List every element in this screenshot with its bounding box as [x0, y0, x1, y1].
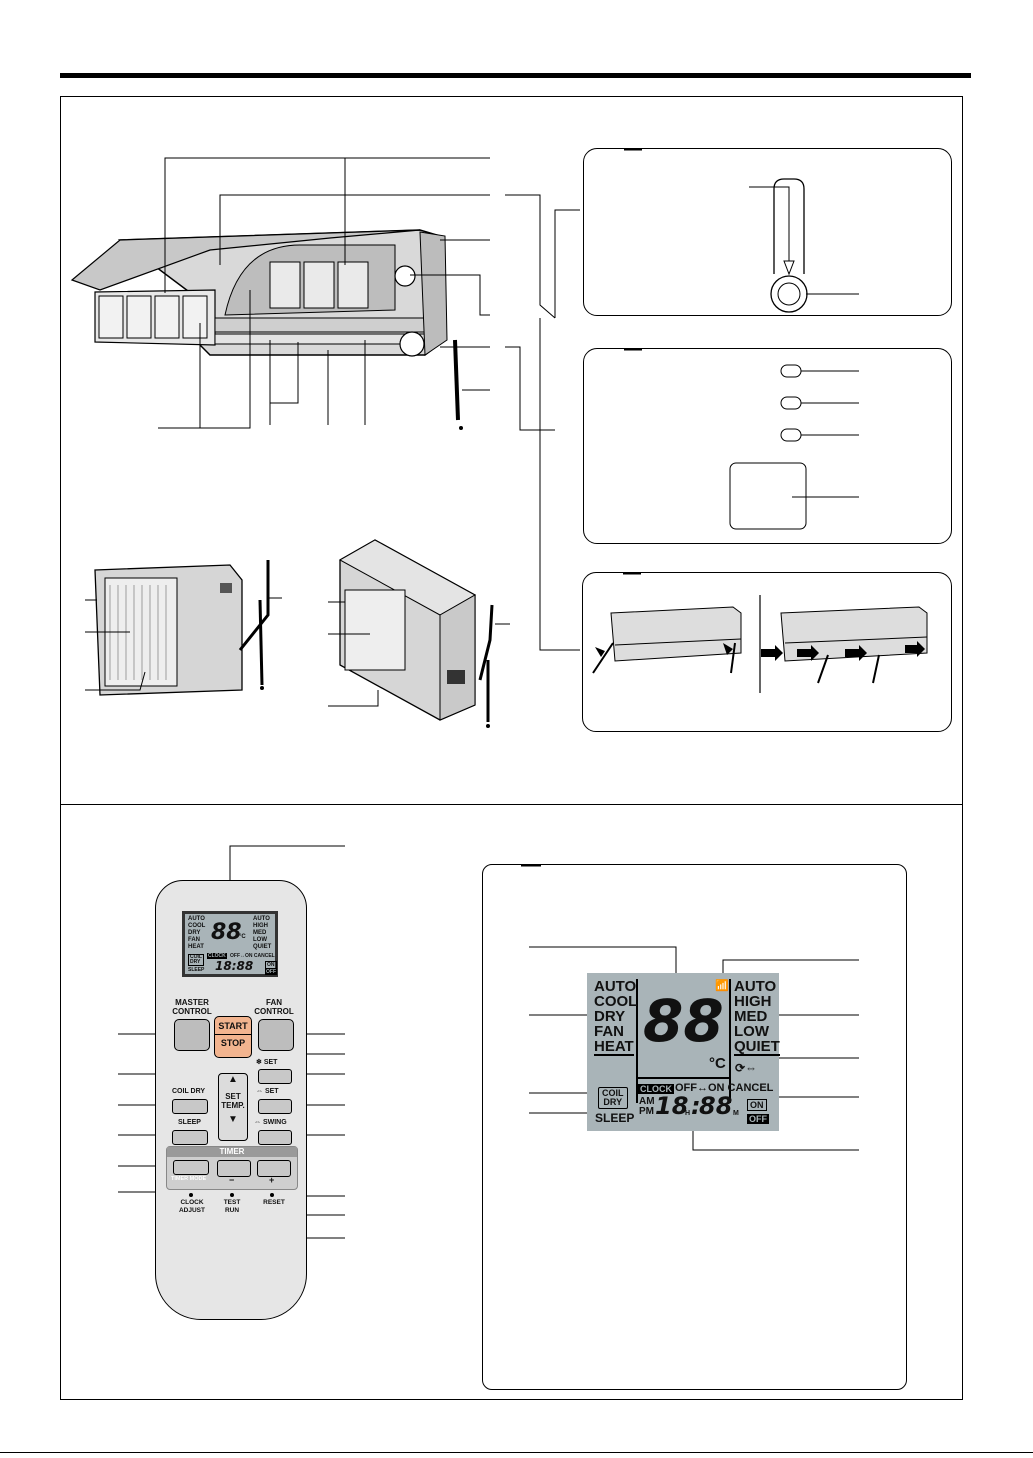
swing-label: ⇔ SWING — [254, 1119, 287, 1126]
display-temp-unit: °C — [709, 1055, 726, 1072]
display-timer-line: OFF↔ON CANCEL — [675, 1082, 774, 1094]
remote-lcd-temp: 88 — [211, 920, 242, 945]
timer-mode-button[interactable] — [173, 1160, 209, 1175]
lcd-divider-right — [729, 979, 731, 1103]
temperature-sensor-icon — [624, 149, 859, 313]
fan-high: HIGH — [734, 993, 772, 1010]
callout-box-panel — [582, 572, 952, 732]
airflow-set-button[interactable] — [258, 1069, 292, 1084]
fan-quiet: QUIET — [734, 1038, 780, 1056]
airflow-set-label: ❄ SET — [256, 1059, 278, 1066]
display-h: H — [685, 1110, 691, 1117]
display-minutes: 88 — [699, 1092, 733, 1120]
main-frame — [60, 96, 963, 1400]
start-stop-button[interactable]: START STOP — [214, 1016, 252, 1058]
swing-set-button[interactable] — [258, 1099, 292, 1114]
display-lcd: AUTO COOL DRY FAN HEAT AUTO HIGH MED LOW… — [587, 973, 780, 1131]
temp-down-icon[interactable]: ▼ — [228, 1114, 238, 1125]
bottom-rule — [0, 1452, 1033, 1453]
top-rule — [60, 73, 971, 78]
mode-heat: HEAT — [594, 1038, 634, 1056]
master-control-button[interactable] — [174, 1019, 210, 1051]
timer-mode-label: TIMER MODE — [171, 1176, 207, 1182]
indicator-lamps-icon — [624, 349, 859, 530]
display-modes: AUTO COOL DRY FAN HEAT — [594, 979, 637, 1056]
swing-icon: ⟳⇔ — [735, 1061, 758, 1075]
mode-auto: AUTO — [594, 978, 637, 995]
reset-label: RESET — [263, 1199, 285, 1206]
minus-label: − — [229, 1175, 235, 1185]
timer-minus-button[interactable] — [217, 1160, 251, 1177]
panel-handling-icon — [592, 573, 928, 693]
lcd-divider-mid — [636, 1077, 731, 1079]
timer-label: TIMER — [167, 1147, 297, 1157]
display-clock: CLOCK — [638, 1084, 674, 1094]
temp-up-icon[interactable]: ▲ — [228, 1074, 238, 1085]
indoor-unit — [70, 229, 463, 430]
indoor-leader-lines — [158, 157, 580, 651]
display-off: OFF — [747, 1114, 769, 1124]
mode-dry: DRY — [594, 1008, 626, 1025]
timer-plus-button[interactable] — [257, 1160, 291, 1177]
display-sleep: SLEEP — [595, 1111, 635, 1125]
set-temp-button[interactable]: ▲ SET TEMP. ▼ — [218, 1073, 248, 1141]
remote-lcd-unit: °C — [239, 934, 246, 940]
swing-button[interactable] — [258, 1130, 292, 1145]
transmit-icon: 📶 — [715, 980, 729, 992]
reset-button[interactable] — [270, 1193, 274, 1197]
fan-low: LOW — [734, 1023, 769, 1040]
set-temp-label: SET TEMP. — [221, 1092, 245, 1110]
fan-auto: AUTO — [734, 978, 777, 995]
outdoor-unit-1 — [85, 560, 282, 696]
timer-panel: TIMER TIMER MODE − + — [166, 1146, 298, 1190]
stop-label: STOP — [220, 1038, 246, 1048]
display-fan: AUTO HIGH MED LOW QUIET — [734, 979, 780, 1056]
remote-lcd-clock: CLOCK — [207, 953, 227, 959]
clock-adjust-label: CLOCK ADJUST — [178, 1199, 205, 1214]
coil-dry-button[interactable] — [172, 1099, 208, 1114]
sleep-button[interactable] — [172, 1130, 208, 1145]
fan-med: MED — [734, 1008, 768, 1025]
outdoor-unit-2 — [328, 539, 510, 728]
test-run-label: TEST RUN — [223, 1199, 241, 1214]
master-control-label: MASTER CONTROL — [172, 998, 212, 1016]
plus-label: + — [269, 1175, 275, 1185]
remote-lcd-sleep: SLEEP — [188, 967, 205, 973]
test-run-button[interactable] — [230, 1193, 234, 1197]
start-label: START — [218, 1021, 248, 1031]
remote-lcd-time: 18:88 — [215, 959, 254, 973]
section-divider — [60, 804, 963, 805]
display-m: M — [733, 1110, 739, 1117]
display-on: ON — [747, 1099, 767, 1111]
display-hours: 18 — [655, 1092, 689, 1120]
display-temp: 88 — [643, 987, 724, 1055]
sleep-label: SLEEP — [178, 1119, 201, 1126]
display-colon: : — [691, 1092, 701, 1120]
mode-fan: FAN — [594, 1023, 624, 1040]
clock-adjust-button[interactable] — [189, 1193, 193, 1197]
remote-lcd-off: OFF — [265, 969, 277, 975]
coil-dry-label: COIL DRY — [172, 1088, 206, 1095]
swing-set-label: ⇔ SET — [256, 1088, 279, 1095]
remote-lcd-timer-line: OFF↔ON CANCEL — [230, 953, 275, 959]
callout-box-sensor — [583, 148, 952, 316]
callout-box-indicators — [583, 348, 952, 544]
remote-lcd-on: ON — [265, 961, 277, 969]
fan-control-button[interactable] — [258, 1019, 294, 1051]
lcd-divider-left — [636, 979, 638, 1103]
fan-control-label: FAN CONTROL — [254, 998, 294, 1016]
mode-cool: COOL — [594, 993, 638, 1010]
display-callout-box: AUTO COOL DRY FAN HEAT AUTO HIGH MED LOW… — [482, 864, 907, 1390]
units-diagram — [70, 157, 580, 728]
